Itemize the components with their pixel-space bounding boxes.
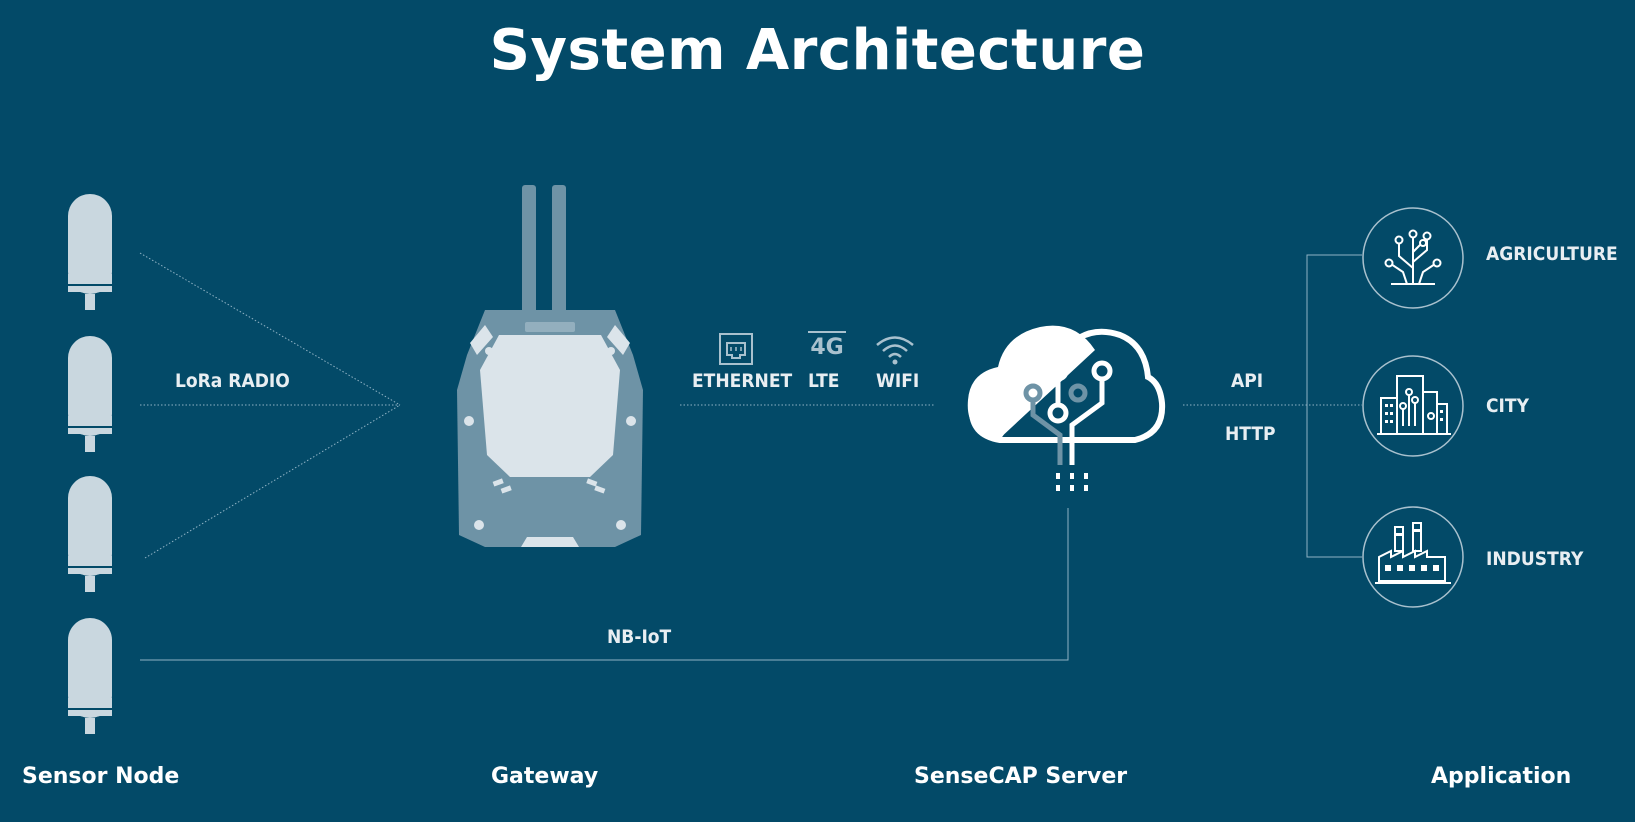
application-city-label: CITY <box>1486 395 1529 417</box>
diagram-title: System Architecture <box>489 18 1146 83</box>
api-label: API <box>1231 370 1264 392</box>
agriculture-icon <box>1362 207 1464 309</box>
sensor-node-4-icon <box>67 617 113 735</box>
application-industry-label: INDUSTRY <box>1486 548 1584 570</box>
nbiot-label: NB-IoT <box>607 626 672 648</box>
sensor-node-icons <box>67 193 113 735</box>
sensor-node-3-icon <box>67 475 113 593</box>
cloud-server-icon <box>967 325 1166 491</box>
lora-line-bottom <box>144 404 401 559</box>
factory-icon <box>1362 506 1464 608</box>
nbiot-line <box>140 508 1069 661</box>
wifi-icon <box>876 336 914 365</box>
lora-radio-label: LoRa RADIO <box>175 370 290 392</box>
sensor-node-1-icon <box>67 193 113 311</box>
city-icon <box>1362 355 1464 457</box>
sensor-node-caption: Sensor Node <box>22 764 180 789</box>
ethernet-label: ETHERNET <box>692 370 793 392</box>
gateway-caption: Gateway <box>491 764 599 789</box>
app-bracket <box>1306 254 1362 558</box>
http-label: HTTP <box>1225 423 1276 445</box>
wifi-label: WIFI <box>876 370 920 392</box>
application-caption: Application <box>1431 764 1572 789</box>
gateway-icon <box>457 185 643 547</box>
server-caption: SenseCAP Server <box>914 764 1128 789</box>
lte-label: LTE <box>808 370 840 392</box>
application-agriculture-label: AGRICULTURE <box>1486 243 1618 265</box>
ethernet-icon <box>719 333 753 365</box>
sensor-node-2-icon <box>67 335 113 453</box>
lte-badge: 4G <box>808 331 846 363</box>
lora-line-top <box>139 252 401 406</box>
